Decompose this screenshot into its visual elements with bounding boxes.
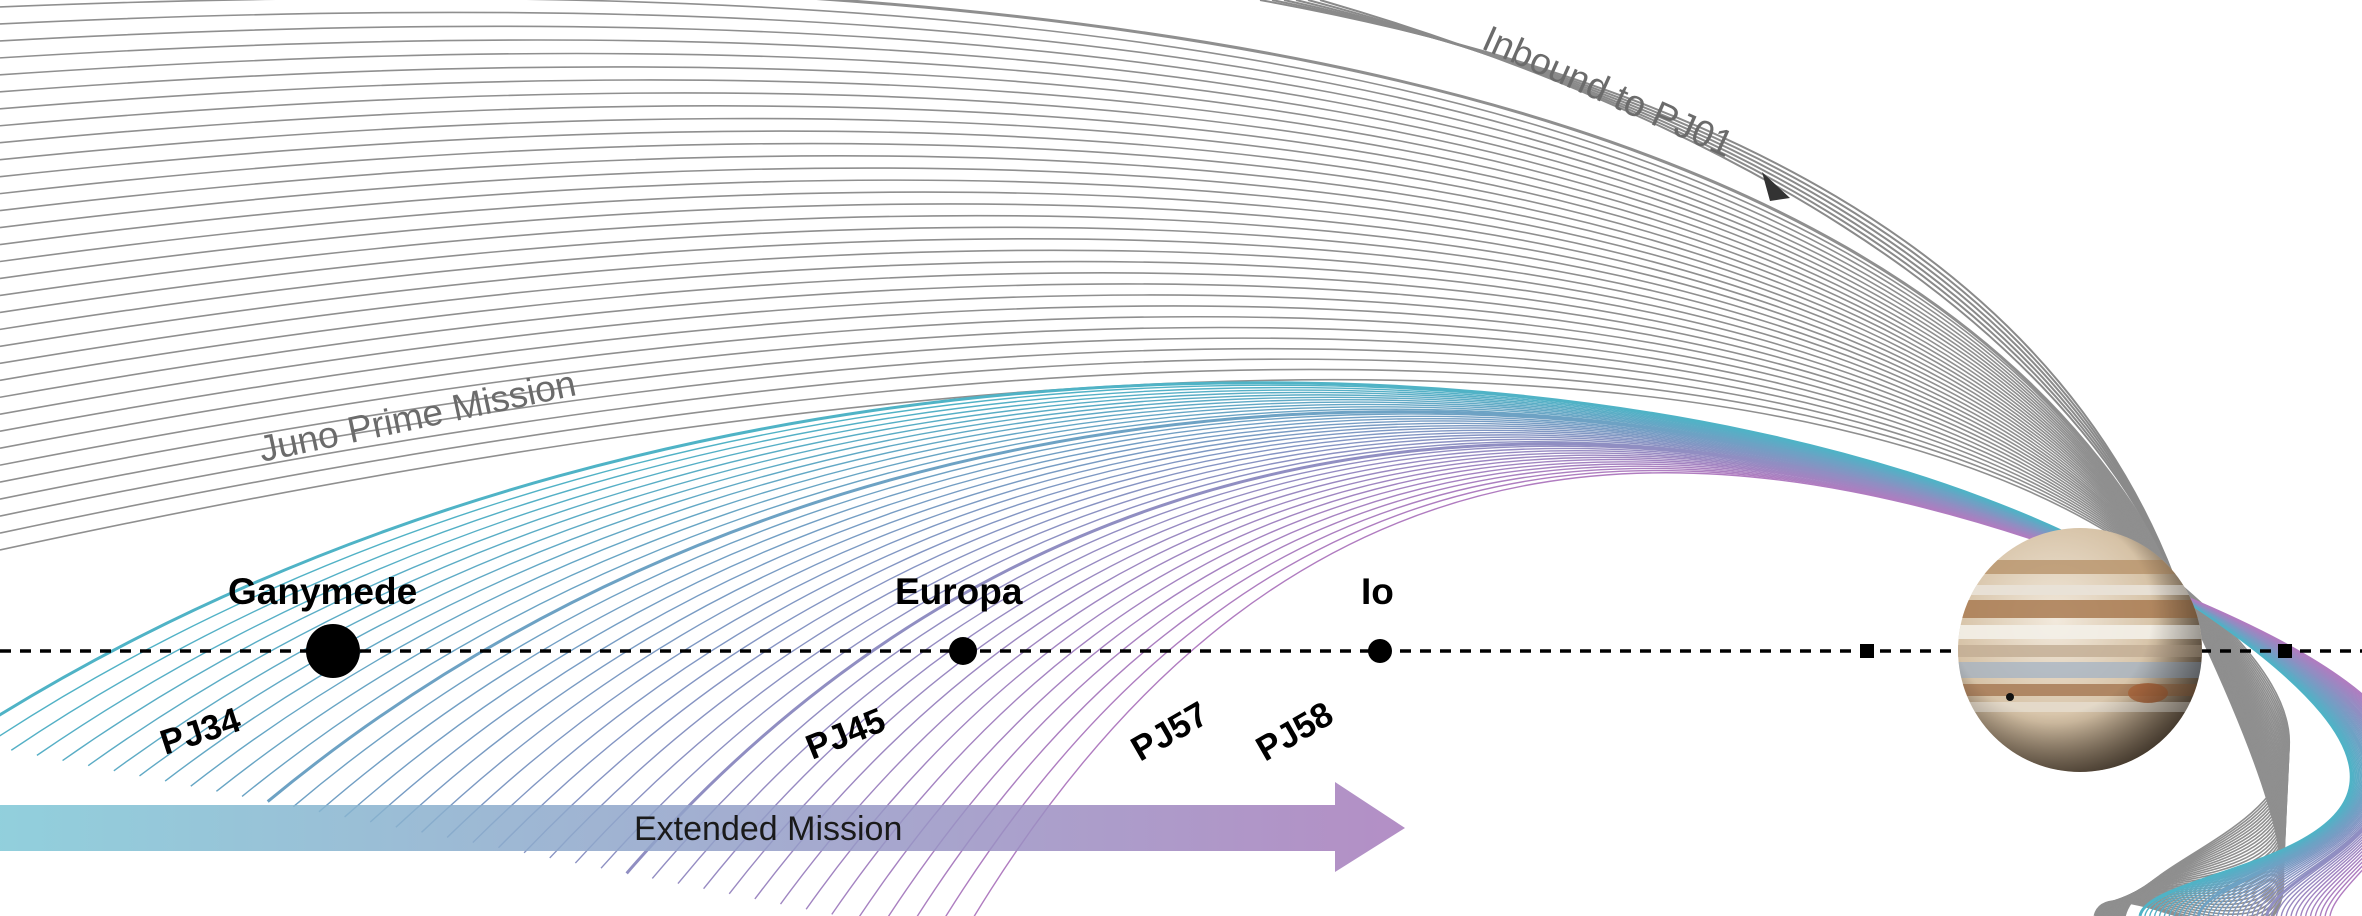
io-label: Io	[1361, 571, 1394, 612]
prime-orbit-path	[0, 294, 2289, 916]
inbound-orbit-path	[1319, 0, 2176, 581]
equator-marker-left	[1860, 644, 1874, 658]
prime-orbit-path	[0, 260, 2288, 916]
prime-orbit-path	[815, 0, 2285, 916]
europa-label: Europa	[895, 571, 1023, 612]
io-dot	[1368, 639, 1392, 663]
prime-orbit-path	[0, 326, 2290, 916]
prime-orbit-path	[0, 272, 2289, 916]
prime-orbit-path	[0, 179, 2287, 916]
extended-mission-arrow	[0, 782, 1405, 872]
prime-orbit-path	[0, 92, 2286, 916]
prime-orbit-path	[0, 347, 2290, 916]
extended-mission-orbits	[0, 381, 2362, 916]
pj57-label: PJ57	[1125, 694, 1215, 769]
extended-orbit-path	[973, 472, 2362, 916]
prime-orbit-path	[0, 305, 2289, 916]
inbound-orbit-path	[1259, 0, 2176, 581]
prime-orbit-path	[0, 25, 2285, 916]
prime-orbit-path	[0, 130, 2286, 916]
ganymede-label: Ganymede	[228, 571, 417, 612]
prime-orbit-path	[0, 79, 2285, 916]
prime-orbit-path	[0, 337, 2290, 916]
prime-orbit-path	[0, 358, 2290, 916]
equator-marker-right	[2278, 644, 2292, 658]
prime-orbit-path	[0, 378, 2290, 916]
prime-orbit-path	[0, 368, 2290, 916]
jupiter-planet	[1958, 528, 2202, 772]
prime-orbit-path	[0, 315, 2289, 916]
europa-dot	[949, 637, 977, 665]
prime-orbit-path	[0, 249, 2288, 916]
extended-mission-label: Extended Mission	[634, 810, 902, 848]
prime-orbit-path	[0, 283, 2289, 916]
inbound-arrowhead	[1762, 172, 1790, 201]
prime-orbit-path	[0, 238, 2288, 916]
prime-orbit-path	[0, 39, 2285, 916]
prime-orbit-path	[0, 11, 2285, 916]
pj34-label: PJ34	[155, 700, 245, 763]
prime-orbit-path	[0, 0, 2284, 916]
ganymede-dot	[306, 624, 360, 678]
prime-orbit-path	[0, 117, 2286, 916]
prime-orbit-path	[0, 52, 2285, 916]
pj58-label: PJ58	[1250, 694, 1340, 769]
prime-orbit-path	[0, 226, 2288, 916]
